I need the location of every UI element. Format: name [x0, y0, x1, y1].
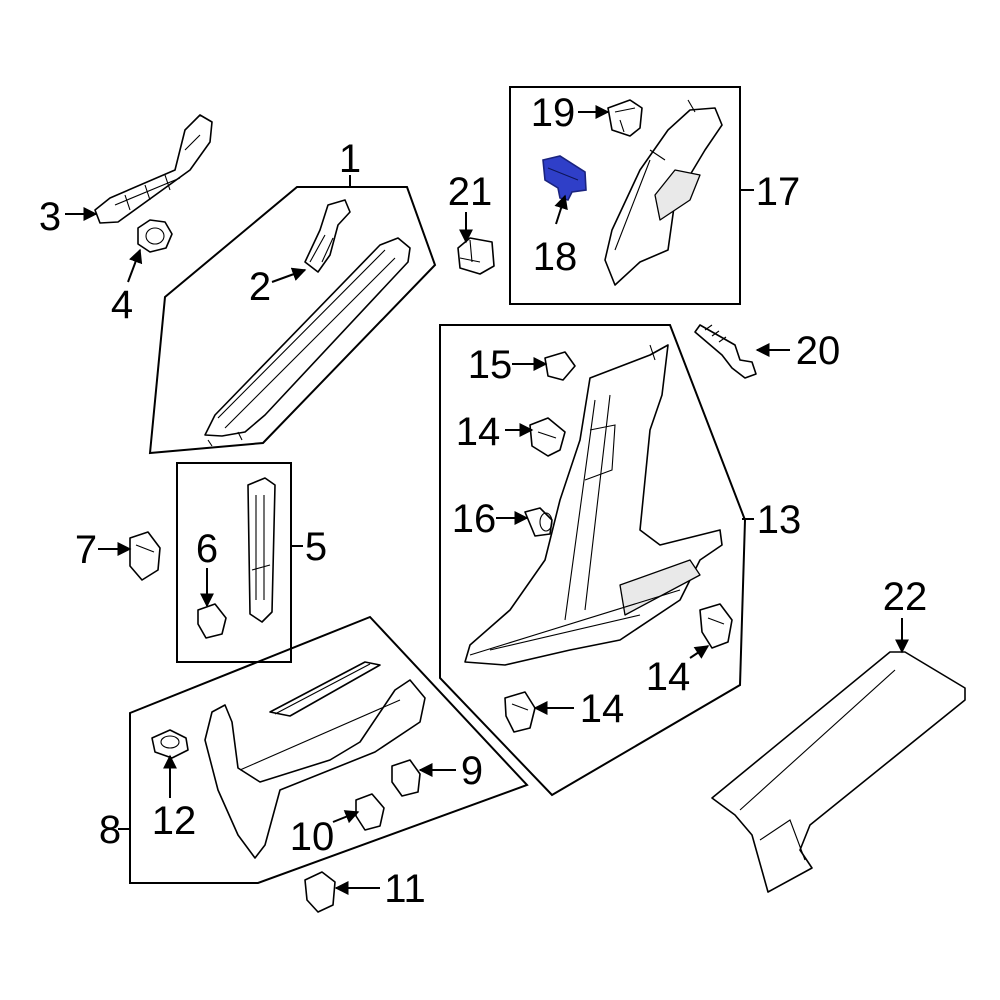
part-10-clip[interactable]: [355, 793, 385, 831]
part-12-push-nut[interactable]: [151, 729, 189, 759]
callout-4: 4: [111, 283, 133, 327]
part-21-clip[interactable]: [457, 237, 495, 275]
group-1-outline: [148, 186, 437, 455]
part-22-scuff-plate[interactable]: [711, 651, 966, 893]
part-8-sill-trim[interactable]: [204, 661, 426, 859]
part-14-clip-c[interactable]: [504, 691, 536, 733]
callout-22: 22: [883, 575, 928, 619]
part-9-clip[interactable]: [391, 759, 421, 797]
callout-9: 9: [461, 749, 483, 793]
callout-21: 21: [448, 170, 493, 214]
callout-2: 2: [249, 265, 271, 309]
callout-6: 6: [196, 527, 218, 571]
part-3-bracket[interactable]: [94, 114, 213, 224]
part-6-clip[interactable]: [197, 603, 227, 639]
callout-8: 8: [99, 808, 121, 852]
callout-15: 15: [468, 343, 513, 387]
callout-1: 1: [339, 137, 361, 181]
part-1-a-pillar-trim[interactable]: [204, 237, 411, 447]
part-16-bumper[interactable]: [524, 507, 553, 537]
part-20-bolt[interactable]: [694, 324, 757, 379]
leader-14b: [689, 645, 710, 659]
leader-4: [127, 248, 143, 283]
callout-14c: 14: [580, 687, 625, 731]
group-5-outline: [176, 462, 292, 663]
part-17-b-pillar-upper-trim[interactable]: [604, 99, 723, 286]
leader-18: [554, 194, 568, 225]
leader-10: [332, 810, 360, 824]
callout-14b: 14: [646, 655, 691, 699]
callout-11: 11: [384, 867, 426, 911]
callout-19: 19: [531, 91, 576, 135]
group-17-outline: [509, 86, 741, 305]
callout-5: 5: [305, 525, 327, 569]
group-13-outline: [439, 324, 747, 797]
callout-17: 17: [756, 170, 801, 214]
callout-14a: 14: [456, 410, 501, 454]
callout-20: 20: [796, 329, 841, 373]
group-8-outline: [129, 615, 529, 884]
callout-16: 16: [452, 497, 497, 541]
part-15-clip[interactable]: [544, 351, 576, 381]
callout-13: 13: [757, 498, 802, 542]
part-2-harness-clip[interactable]: [304, 199, 351, 273]
callout-18: 18: [533, 235, 578, 279]
part-5-trim-strip[interactable]: [247, 477, 276, 623]
callout-7: 7: [75, 528, 97, 572]
part-13-b-pillar-lower-trim[interactable]: [464, 344, 723, 666]
part-11-clip[interactable]: [304, 871, 336, 913]
callout-12: 12: [152, 799, 197, 843]
part-14-clip-b[interactable]: [699, 603, 733, 649]
part-19-clip[interactable]: [607, 99, 643, 137]
part-18-bracket-highlighted[interactable]: [542, 155, 587, 201]
callout-3: 3: [39, 195, 61, 239]
part-4-nut[interactable]: [137, 219, 173, 253]
part-14-clip-a[interactable]: [529, 417, 566, 457]
callout-10: 10: [290, 815, 335, 859]
part-7-clip[interactable]: [129, 531, 161, 581]
leader-2: [271, 267, 307, 283]
